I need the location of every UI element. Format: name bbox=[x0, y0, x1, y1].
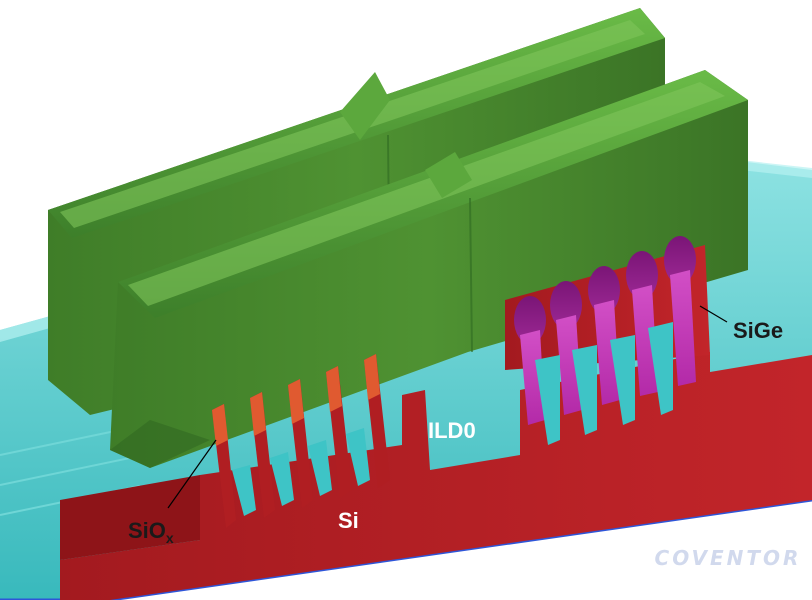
label-siox: SiOx bbox=[128, 518, 174, 546]
si-fin-top bbox=[326, 366, 342, 412]
ild-between-fins bbox=[232, 428, 370, 516]
label-ild0-text: ILD0 bbox=[428, 418, 476, 443]
sige-leader-line bbox=[699, 305, 728, 323]
label-ild0: ILD0 bbox=[428, 420, 476, 442]
label-si: Si bbox=[338, 510, 359, 532]
coventor-logo: COVENTOR bbox=[653, 540, 803, 576]
label-sige: SiGe bbox=[733, 320, 783, 342]
siox-leader-line bbox=[167, 439, 217, 509]
sige-fins bbox=[505, 236, 710, 445]
label-si-text: Si bbox=[338, 508, 359, 533]
label-siox-sub: x bbox=[165, 530, 174, 546]
si-fins bbox=[212, 354, 390, 528]
si-fin-top bbox=[212, 404, 228, 446]
label-sige-text: SiGe bbox=[733, 318, 784, 343]
si-fin-top bbox=[250, 392, 266, 436]
logo-text: COVENTOR bbox=[654, 546, 802, 570]
label-siox-main: SiO bbox=[128, 518, 166, 543]
si-fin-top bbox=[364, 354, 380, 400]
si-fin-top bbox=[288, 379, 304, 424]
gate-front bbox=[110, 70, 748, 468]
